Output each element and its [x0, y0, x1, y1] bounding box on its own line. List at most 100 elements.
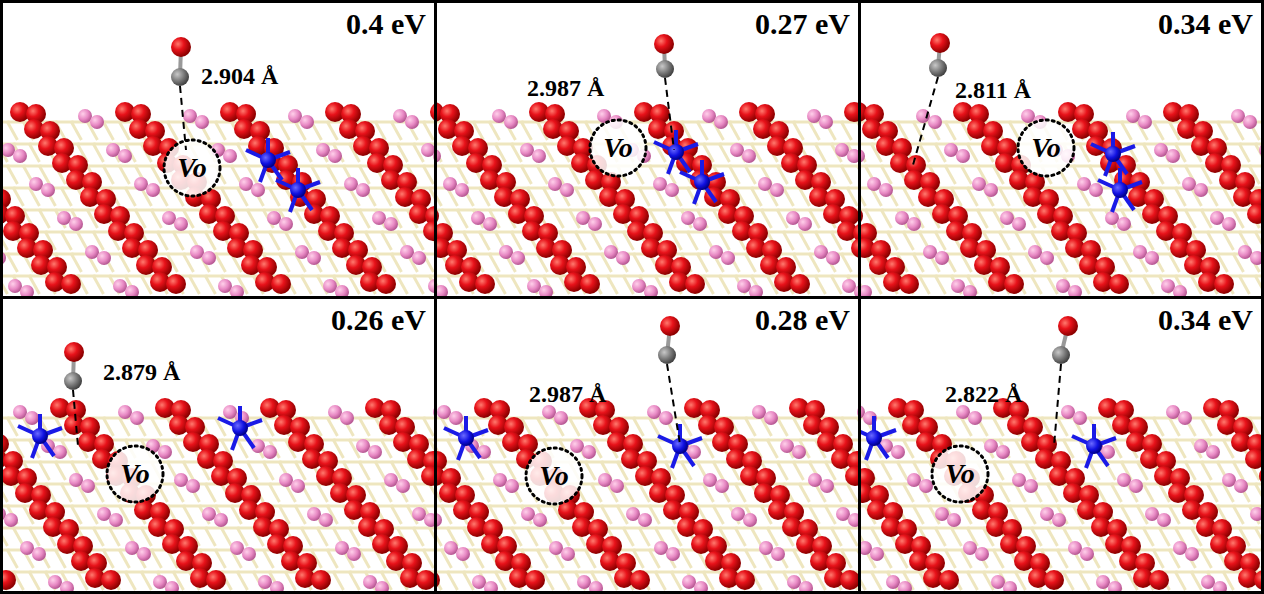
metal-atom	[1173, 285, 1187, 296]
bond-stick	[119, 122, 129, 140]
bond-stick	[935, 144, 945, 162]
bond-stick	[237, 144, 247, 162]
bond-stick	[729, 122, 739, 140]
bond-stick	[1255, 232, 1261, 250]
bond-stick	[847, 143, 858, 146]
metal-atom	[944, 143, 958, 157]
bond-stick	[585, 254, 595, 272]
bond-stick	[511, 144, 521, 162]
oxygen-atom	[899, 274, 919, 294]
metal-atom	[749, 285, 763, 296]
oxygen-atom	[61, 274, 81, 294]
bond-stick	[279, 122, 289, 140]
metal-atom	[384, 217, 398, 231]
crystal-slab	[3, 398, 434, 591]
bond-stick	[279, 254, 289, 272]
metal-atom	[405, 115, 419, 129]
bond-stick	[639, 188, 649, 206]
metal-atom	[1154, 143, 1168, 157]
bond-stick	[103, 418, 113, 436]
bond-stick	[697, 122, 707, 140]
oxygen-atom	[475, 274, 495, 294]
bond-stick	[93, 144, 103, 162]
oxygen-atom	[1004, 274, 1024, 294]
bond-stick	[687, 232, 697, 250]
oxygen-atom	[376, 274, 396, 294]
bond-stick	[1089, 210, 1099, 228]
bond-stick	[1175, 188, 1185, 206]
bond-stick	[413, 232, 423, 250]
bond-stick	[119, 418, 129, 436]
bond-stick	[205, 484, 215, 502]
metal-atom	[69, 217, 83, 231]
bond-stick	[913, 254, 923, 272]
bond-stick	[841, 166, 851, 184]
distance-line	[913, 77, 938, 165]
metal-atom	[1182, 177, 1196, 191]
bond-stick	[1255, 276, 1261, 294]
oxygen-atom	[1109, 274, 1129, 294]
bond-stick	[961, 166, 971, 184]
bond-stick	[7, 254, 17, 272]
bond-stick	[375, 122, 385, 140]
bond-stick	[423, 418, 433, 436]
bond-stick	[365, 484, 375, 502]
bond-stick	[151, 210, 161, 228]
metal-atom	[1222, 217, 1236, 231]
metal-atom	[826, 251, 840, 265]
metal-atom	[520, 143, 534, 157]
metal-atom	[742, 149, 756, 163]
metal-atom	[295, 245, 309, 259]
metal-atom	[1231, 109, 1245, 123]
metal-atom	[202, 251, 216, 265]
oxygen-atom	[851, 238, 858, 258]
oxygen-atom	[685, 274, 705, 294]
panel-art	[0, 342, 751, 594]
metal-atom	[1089, 183, 1103, 197]
bond-stick	[847, 275, 858, 278]
metal-atom	[819, 115, 833, 129]
metal-atom	[1021, 109, 1035, 123]
bond-stick	[103, 166, 113, 184]
bond-stick	[77, 232, 87, 250]
bond-stick	[413, 484, 423, 502]
bond-stick	[221, 188, 231, 206]
metal-atom	[532, 149, 546, 163]
bond-stick	[1169, 166, 1179, 184]
metal-atom	[195, 115, 209, 129]
bond-stick	[39, 210, 49, 228]
metal-atom	[118, 149, 132, 163]
metal-atom	[935, 251, 949, 265]
bond-stick	[215, 122, 225, 140]
bond-stick	[575, 232, 585, 250]
metal-atom	[1077, 177, 1091, 191]
metal-atom	[511, 251, 525, 265]
metal-atom	[1194, 183, 1208, 197]
metal-atom	[356, 183, 370, 197]
bond-stick	[269, 188, 279, 206]
metal-atom	[1000, 211, 1014, 225]
metal-atom	[1259, 143, 1261, 157]
bond-stick	[729, 166, 739, 184]
bond-stick	[119, 166, 129, 184]
bond-stick	[1223, 188, 1233, 206]
bond-stick	[489, 254, 499, 272]
bond-stick	[397, 276, 407, 294]
metal-atom	[267, 211, 281, 225]
oxygen-atom	[271, 274, 291, 294]
bond-stick	[381, 188, 391, 206]
metal-atom	[576, 211, 590, 225]
bond-stick	[359, 462, 369, 480]
bond-stick	[423, 165, 434, 168]
bond-stick	[719, 144, 729, 162]
metal-atom	[134, 177, 148, 191]
distance-line	[180, 86, 186, 150]
bond-stick	[295, 210, 305, 228]
bond-stick	[1239, 276, 1249, 294]
metal-atom	[604, 245, 618, 259]
bond-stick	[269, 484, 279, 502]
metal-atom	[895, 211, 909, 225]
dopant-atom	[290, 182, 306, 198]
metal-atom	[3, 251, 6, 265]
bond-stick	[285, 232, 295, 250]
